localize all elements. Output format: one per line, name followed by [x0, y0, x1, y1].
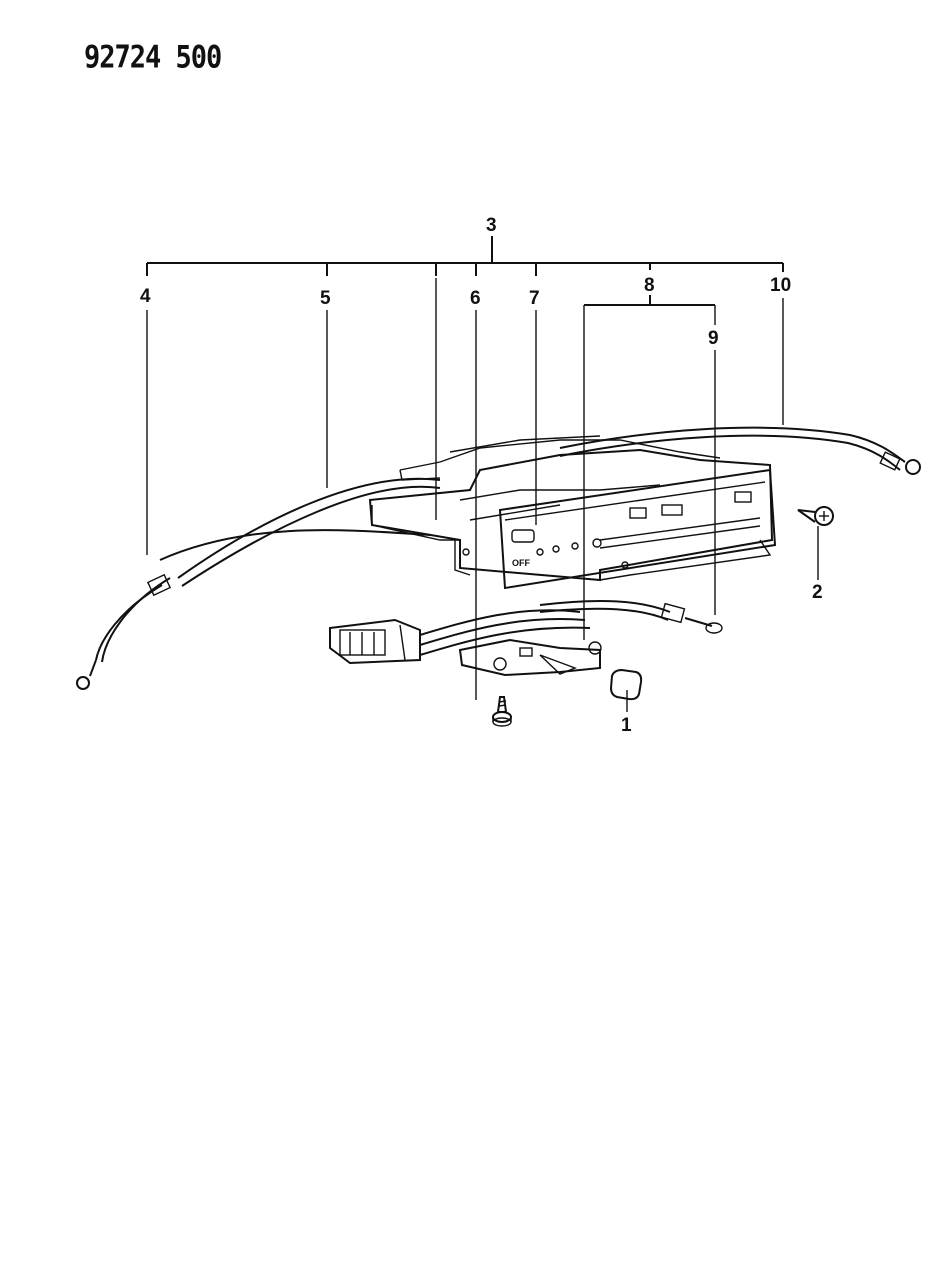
callout-10: 10: [770, 275, 791, 296]
callout-numbers: 3 4 5 6 7 8 9 10 2 1: [140, 215, 823, 736]
heater-control-unit: OFF: [368, 435, 777, 590]
callout-7: 7: [529, 288, 540, 309]
control-cables: [76, 426, 921, 690]
screw-part-2: [797, 506, 834, 526]
panel-off-label: OFF: [512, 558, 530, 568]
callout-1: 1: [621, 715, 632, 736]
callout-leaders: [146, 236, 819, 712]
knob-part: [609, 668, 643, 701]
callout-8: 8: [644, 275, 655, 296]
callout-6: 6: [470, 288, 481, 309]
callout-5: 5: [320, 288, 331, 309]
callout-2: 2: [812, 582, 823, 603]
document-id: 92724 500: [84, 40, 222, 76]
callout-4: 4: [140, 286, 151, 307]
screw-part-6: [492, 696, 512, 727]
callout-9: 9: [708, 328, 719, 349]
callout-3: 3: [486, 215, 497, 236]
wire-harness: [329, 600, 723, 677]
